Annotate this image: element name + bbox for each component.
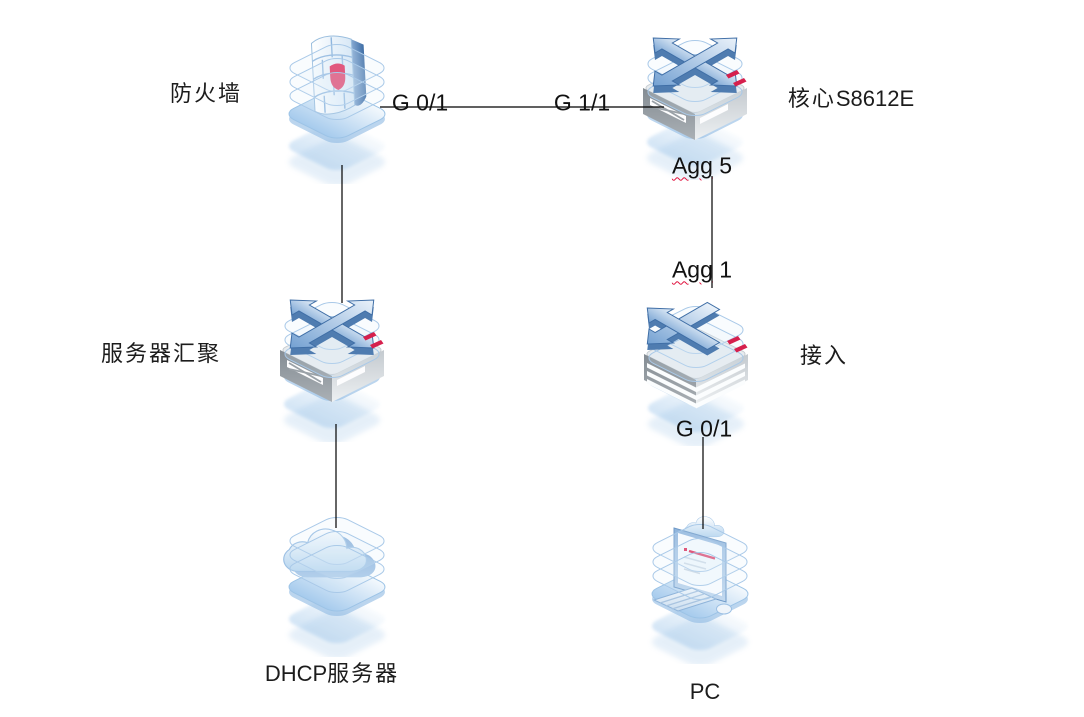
port-label-agg5: Agg 5 xyxy=(671,152,733,179)
router-arrows-shadow xyxy=(653,45,737,93)
node-label-server-agg: 服务器汇聚 xyxy=(100,341,222,366)
node-label-pc: PC xyxy=(689,679,721,704)
port-label-access-g01: G 0/1 xyxy=(675,415,733,442)
core-switch-icon xyxy=(630,18,760,180)
node-label-core: 核心S8612E xyxy=(787,86,915,111)
mouse xyxy=(716,603,732,615)
node-label-firewall: 防火墙 xyxy=(169,81,243,106)
server-aggregation-switch-icon xyxy=(267,280,397,442)
firewall-icon xyxy=(272,35,402,184)
switch-stripes xyxy=(647,363,745,409)
port-label-agg1: Agg 1 xyxy=(671,256,733,283)
router-arrows-icon xyxy=(630,18,760,110)
access-switch-icon xyxy=(631,284,761,446)
port-label-firewall-g01: G 0/1 xyxy=(391,89,449,116)
node-label-access: 接入 xyxy=(799,343,849,368)
node-label-dhcp: DHCP服务器 xyxy=(264,661,400,686)
pc-icon xyxy=(635,516,765,664)
switch-arrows-icon xyxy=(631,288,748,364)
port-label-core-g11: G 1/1 xyxy=(553,89,611,116)
router-arrows-icon xyxy=(267,280,397,372)
router-arrows-shadow xyxy=(290,307,374,355)
